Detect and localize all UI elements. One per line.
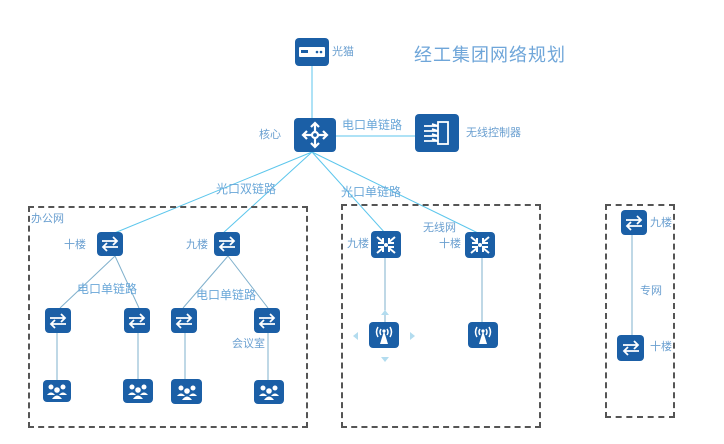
switch-icon xyxy=(49,312,67,329)
handle-left-icon[interactable] xyxy=(353,332,358,340)
wifi-switch-9f-label: 九楼 xyxy=(347,237,369,250)
office-switch-10f-label: 十楼 xyxy=(64,238,86,251)
handle-up-icon[interactable] xyxy=(381,310,389,315)
link-core-office-10f xyxy=(111,151,313,235)
link-label-office-9f: 电口单链路 xyxy=(196,288,257,302)
link-core-wifi-9f xyxy=(311,151,387,235)
private-switch-10f[interactable] xyxy=(617,335,644,361)
access-switch-4-label: 会议室 xyxy=(232,337,265,350)
access-switch-2[interactable] xyxy=(124,308,150,333)
zone-private xyxy=(605,204,675,418)
wifi-switch-10f[interactable] xyxy=(465,232,495,258)
switch-icon xyxy=(175,312,193,329)
private-switch-10f-label: 十楼 xyxy=(650,340,672,353)
switch-icon xyxy=(101,236,119,252)
wireless-ap-icon xyxy=(474,326,492,344)
zone-office xyxy=(28,206,308,428)
wlc-label: 无线控制器 xyxy=(466,126,521,139)
access-switch-3[interactable] xyxy=(171,308,197,333)
private-switch-9f-label: 九楼 xyxy=(650,216,672,229)
link-9f-access3 xyxy=(182,255,229,309)
user-group-icon xyxy=(176,385,197,400)
switch-icon xyxy=(218,236,236,252)
link-label-core-wireless: 光口单链路 xyxy=(341,185,402,199)
wifi-switch-9f[interactable] xyxy=(371,231,401,258)
wlc-node[interactable] xyxy=(415,114,459,152)
link-10f-access2 xyxy=(114,255,140,309)
handle-right-icon[interactable] xyxy=(410,332,415,340)
wireless-controller-icon xyxy=(424,121,449,145)
link-label-office-10f: 电口单链路 xyxy=(77,282,138,296)
zone-office-label: 办公网 xyxy=(31,212,64,225)
access-point-2[interactable] xyxy=(468,322,498,348)
link-label-core-wlc: 电口单链路 xyxy=(342,118,403,132)
core-label: 核心 xyxy=(259,128,281,141)
link-10f-access1 xyxy=(59,255,116,309)
user-group-1[interactable] xyxy=(43,380,71,402)
link-label-core-office: 光口双链路 xyxy=(216,182,277,196)
wifi-switch-10f-label: 十楼 xyxy=(439,237,461,250)
switch-icon xyxy=(258,312,276,329)
user-group-3[interactable] xyxy=(171,379,202,404)
core-node[interactable] xyxy=(294,118,336,152)
private-link-label: 专网 xyxy=(640,284,662,297)
wireless-aggregation-icon xyxy=(376,235,396,254)
access-point-1[interactable] xyxy=(369,322,399,348)
access-switch-4[interactable] xyxy=(254,308,280,333)
link-core-office-9f xyxy=(221,151,313,235)
access-switch-1[interactable] xyxy=(45,308,71,333)
private-switch-9f[interactable] xyxy=(621,210,647,235)
wireless-ap-icon xyxy=(375,326,393,344)
office-switch-10f[interactable] xyxy=(97,232,123,256)
office-switch-9f-label: 九楼 xyxy=(186,238,208,251)
user-group-2[interactable] xyxy=(123,379,153,403)
handle-down-icon[interactable] xyxy=(381,357,389,362)
diagram-title: 经工集团网络规划 xyxy=(414,45,566,66)
link-9f-access4 xyxy=(227,255,269,309)
switch-icon xyxy=(128,312,146,329)
user-group-icon xyxy=(47,384,67,399)
zone-wireless xyxy=(341,204,541,428)
wireless-aggregation-icon xyxy=(470,236,490,254)
user-group-icon xyxy=(128,384,148,399)
user-group-4[interactable] xyxy=(254,380,284,404)
core-router-icon xyxy=(301,121,329,149)
selection-handles[interactable] xyxy=(350,306,420,366)
switch-icon xyxy=(625,214,643,231)
office-switch-9f[interactable] xyxy=(214,232,240,256)
switch-icon xyxy=(622,340,639,356)
link-core-wifi-10f xyxy=(311,151,481,235)
modem-node[interactable] xyxy=(295,38,329,66)
zone-wireless-label: 无线网 xyxy=(423,221,456,234)
user-group-icon xyxy=(259,385,279,400)
modem-icon xyxy=(299,47,325,57)
modem-label: 光猫 xyxy=(332,45,354,58)
